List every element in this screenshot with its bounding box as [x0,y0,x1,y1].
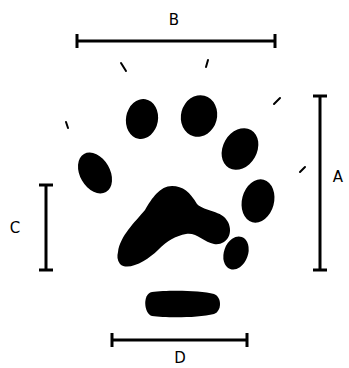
dimension-lines [39,34,327,347]
dimension-label: D [173,351,187,366]
dimension-label: A [332,170,344,185]
paw-pads [71,91,279,317]
claw-marks [66,60,305,172]
dimension-label: B [168,13,180,28]
dimension-label: C [9,221,21,236]
